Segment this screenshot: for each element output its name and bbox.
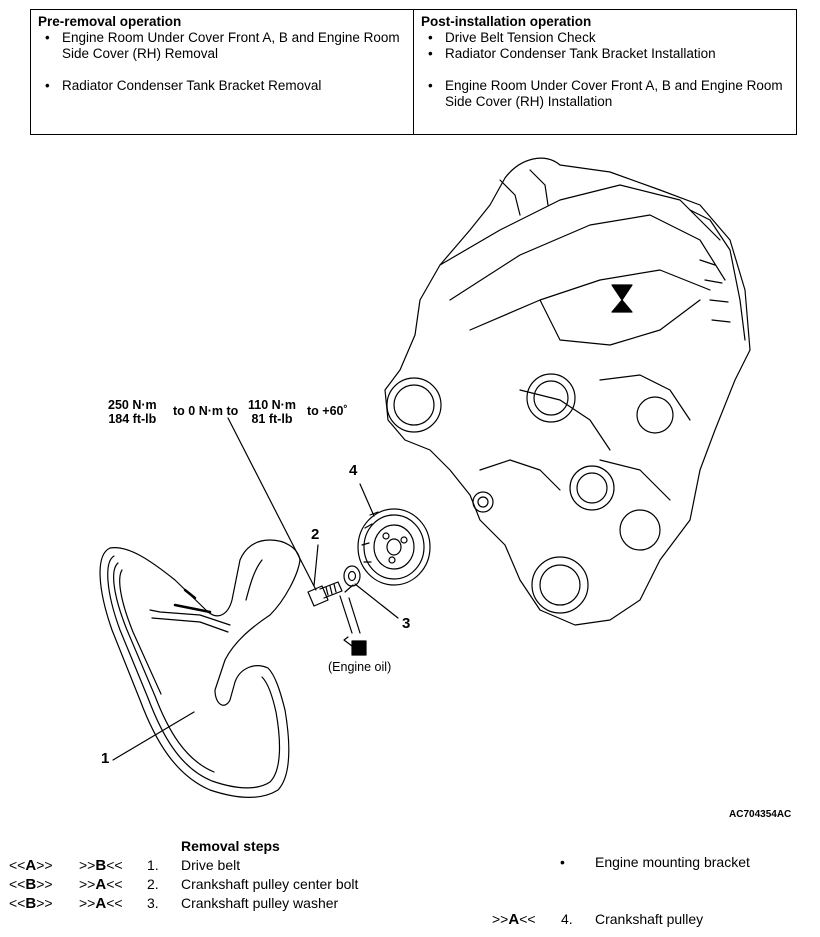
step-number: 4.: [561, 911, 573, 927]
note-bullet: •: [560, 854, 565, 870]
figure-id: AC704354AC: [729, 809, 792, 820]
oil-can-icon: [343, 636, 367, 656]
step-number: 2.: [147, 876, 159, 892]
callout-4: 4: [349, 462, 358, 479]
pre-removal-list: Engine Room Under Cover Front A, B and E…: [38, 30, 406, 94]
torque-step-1-ftlb: 184 ft-lb: [108, 412, 157, 426]
crankshaft-pulley-drawing: [357, 508, 431, 586]
step-name: Crankshaft pulley: [595, 911, 704, 927]
torque-step-2-nm: 110 N·m: [248, 398, 296, 412]
step-name: Crankshaft pulley washer: [181, 895, 339, 911]
installation-ref: >>A<<: [492, 911, 536, 928]
step-number: 1.: [147, 857, 159, 873]
engine-assembly-drawing: [384, 157, 751, 626]
torque-step-1: 250 N·m 184 ft-lb: [108, 398, 157, 426]
step-number: 3.: [147, 895, 159, 911]
removal-ref: <<B>>: [9, 876, 53, 893]
torque-step-1-nm: 250 N·m: [108, 398, 157, 412]
pre-removal-item: Radiator Condenser Tank Bracket Removal: [38, 78, 406, 94]
installation-ref: >>B<<: [79, 857, 123, 874]
step-name: Drive belt: [181, 857, 241, 873]
torque-angle-text: to +60˚: [307, 404, 348, 418]
post-installation-list: Drive Belt Tension Check Radiator Conden…: [421, 30, 789, 110]
torque-step-2: 110 N·m 81 ft-lb: [248, 398, 296, 426]
callout-2: 2: [311, 526, 320, 543]
center-bolt-drawing: [307, 581, 343, 607]
note-text: Engine mounting bracket: [595, 854, 750, 870]
post-installation-item: Radiator Condenser Tank Bracket Installa…: [421, 46, 789, 62]
callout-1: 1: [101, 750, 110, 767]
post-installation-heading: Post-installation operation: [421, 14, 592, 29]
installation-ref: >>A<<: [79, 876, 123, 893]
exploded-view-illustration: [99, 157, 751, 799]
leader-lines: [112, 417, 399, 761]
drive-belt-drawing: [99, 539, 301, 799]
operations-table: Pre-removal operation Engine Room Under …: [30, 9, 797, 135]
pre-removal-heading: Pre-removal operation: [38, 14, 182, 29]
installation-ref: >>A<<: [79, 895, 123, 912]
pre-removal-item: Engine Room Under Cover Front A, B and E…: [38, 30, 406, 62]
callout-3: 3: [402, 615, 411, 632]
engine-oil-label: (Engine oil): [328, 660, 392, 674]
washer-drawing: [343, 565, 361, 587]
removal-steps-title: Removal steps: [181, 838, 280, 854]
post-installation-column: Post-installation operation Drive Belt T…: [413, 10, 796, 134]
step-name: Crankshaft pulley center bolt: [181, 876, 359, 892]
torque-loosen-text: to 0 N·m to: [173, 404, 239, 418]
torque-step-2-ftlb: 81 ft-lb: [251, 412, 293, 426]
pre-removal-column: Pre-removal operation Engine Room Under …: [31, 10, 413, 134]
post-installation-item: Drive Belt Tension Check: [421, 30, 789, 46]
removal-ref: <<A>>: [9, 857, 53, 874]
removal-ref: <<B>>: [9, 895, 53, 912]
post-installation-item: Engine Room Under Cover Front A, B and E…: [421, 78, 789, 110]
